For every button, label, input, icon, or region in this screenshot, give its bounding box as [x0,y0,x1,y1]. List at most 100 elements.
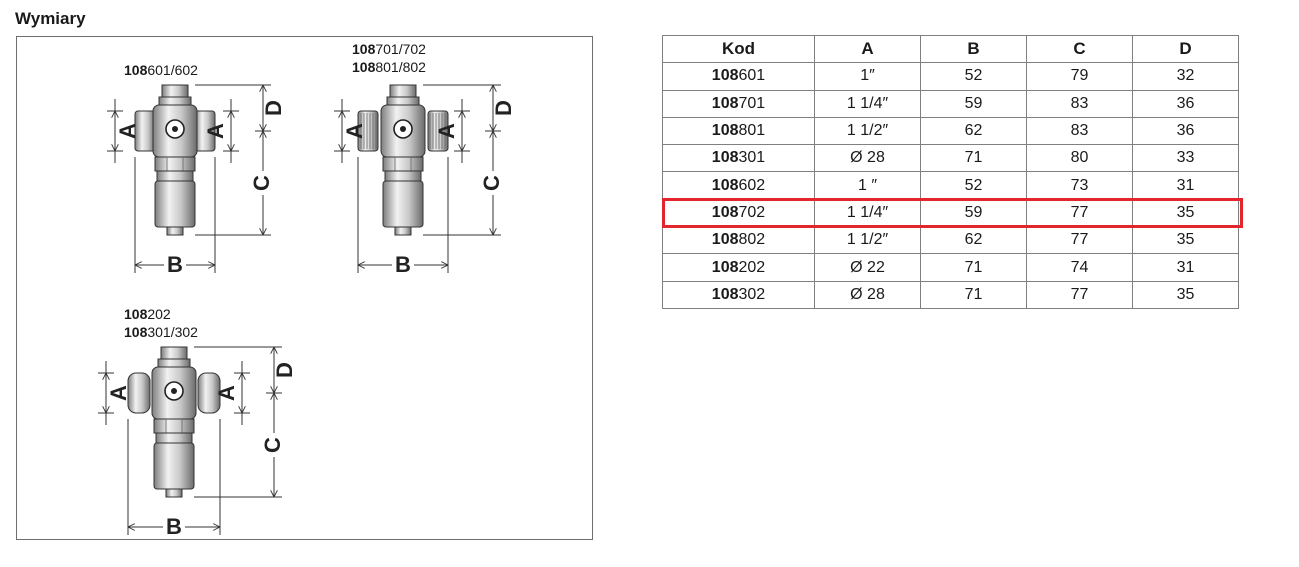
label-bg [255,171,271,195]
cell-d: 35 [1132,280,1239,309]
cell-c: 80 [1026,144,1133,173]
brand-logo-dot [172,126,178,132]
cell-d: 36 [1132,89,1239,118]
dimension-b-label: B [166,514,182,539]
brand-logo-dot [400,126,406,132]
cell-d: 31 [1132,253,1239,282]
label-bg [392,253,414,277]
cell-c: 79 [1026,62,1133,91]
cell-kod: 108702 [662,198,815,228]
cell-b: 71 [920,253,1027,282]
valve-cartridge [153,442,195,490]
valve-nut [158,96,192,106]
cell-a: 1 1/4″ [814,89,921,118]
valve-hex [382,156,424,172]
cell-c: 77 [1026,280,1133,309]
valve-nut [157,358,191,368]
cell-b: 62 [920,116,1027,146]
dimension-a-left-label: A [115,123,140,139]
cell-c: 77 [1026,198,1133,228]
cell-kod: 108602 [662,171,815,200]
dimension-c-label: C [479,175,504,191]
dimension-c-label: C [249,175,274,191]
cell-kod: 108701 [662,89,815,118]
header-kod: Kod [662,34,815,64]
label-bg [266,433,282,457]
valve-hex [154,156,196,172]
cell-kod: 108801 [662,116,815,146]
valve-cap [161,84,189,98]
cell-a: Ø 28 [814,144,921,173]
cell-a: 1 1/4″ [814,198,921,228]
header-b: B [920,34,1027,64]
valve-collar [155,432,193,444]
cell-c: 83 [1026,116,1133,146]
model-label-1: 108601/602 [124,62,198,78]
cell-d: 35 [1132,198,1239,228]
cell-kod: 108202 [662,253,815,282]
valve-left-connection [127,372,151,414]
cell-a: Ø 28 [814,280,921,309]
cell-b: 52 [920,171,1027,200]
valve-drain [165,488,183,498]
dimension-d-label: D [491,100,516,116]
dimension-c-label: C [260,437,285,453]
cell-d: 35 [1132,226,1239,255]
valve-collar [384,170,422,182]
cell-kod: 108601 [662,62,815,91]
cell-a: 1 ″ [814,171,921,200]
cell-kod: 108302 [662,280,815,309]
cell-b: 62 [920,226,1027,255]
header-d: D [1132,34,1239,64]
valve-collar [156,170,194,182]
dimension-a-right-label: A [214,385,239,401]
cell-kod: 108802 [662,226,815,255]
valve-drain [394,226,412,236]
dimension-d-label: D [272,362,297,378]
dimension-a-left-label: A [342,123,367,139]
valve-nut [386,96,420,106]
valve-drain [166,226,184,236]
cell-a: Ø 22 [814,253,921,282]
model-label-2: 108701/702 108801/802 [352,41,426,75]
cell-a: 1 1/2″ [814,116,921,146]
section-title: Wymiary [15,9,86,28]
cell-d: 31 [1132,171,1239,200]
cell-c: 73 [1026,171,1133,200]
valve-cartridge [382,180,424,228]
label-bg [163,515,185,539]
cell-d: 36 [1132,116,1239,146]
valve-cap [160,346,188,360]
dimension-a-right-label: A [203,123,228,139]
valve-cap [389,84,417,98]
cell-a: 1″ [814,62,921,91]
cell-kod: 108301 [662,144,815,173]
header-a: A [814,34,921,64]
dimension-a-right-label: A [434,123,459,139]
dimension-a-left-label: A [106,385,131,401]
valve-right-connection [197,372,221,414]
cell-b: 59 [920,198,1027,228]
model-label-3: 108202 108301/302 [124,306,198,340]
cell-b: 71 [920,144,1027,173]
label-bg [485,171,501,195]
cell-b: 52 [920,62,1027,91]
valve-hex [153,418,195,434]
dimension-d-label: D [261,100,286,116]
cell-c: 77 [1026,226,1133,255]
cell-b: 71 [920,280,1027,309]
dimension-b-label: B [167,252,183,277]
brand-logo-dot [171,388,177,394]
valve-cartridge [154,180,196,228]
